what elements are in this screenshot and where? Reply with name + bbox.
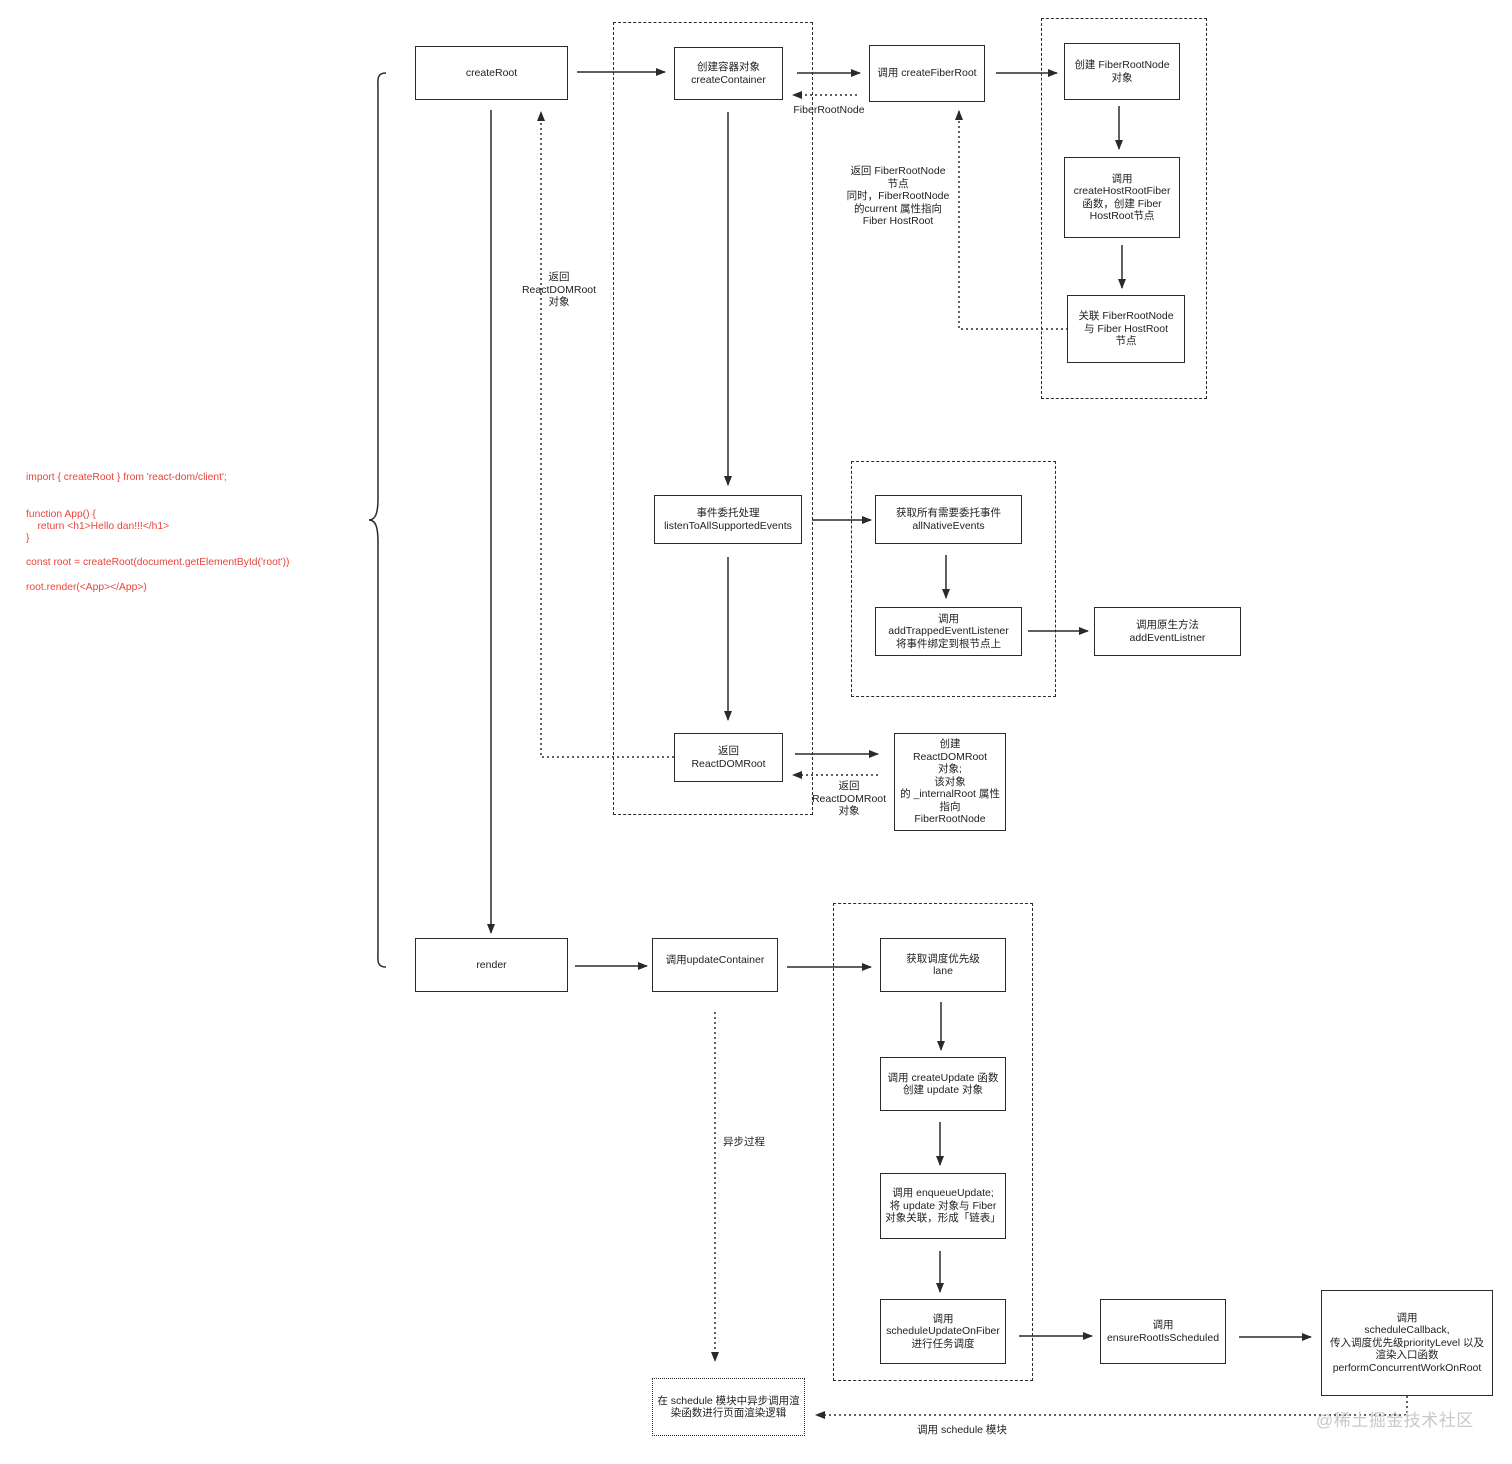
label-return-reactdomroot-object: 返回 ReactDOMRoot 对象 bbox=[521, 271, 597, 308]
code-snippet: import { createRoot } from 'react-dom/cl… bbox=[26, 472, 290, 593]
node-create-fiberrootnode[interactable]: 创建 FiberRootNode 对象 bbox=[1064, 43, 1180, 100]
node-get-lane[interactable]: 获取调度优先级 lane bbox=[880, 938, 1006, 992]
group-create-container bbox=[613, 22, 813, 815]
node-enqueue-update[interactable]: 调用 enqueueUpdate; 将 update 对象与 Fiber 对象关… bbox=[880, 1173, 1006, 1239]
group-fiber-root bbox=[1041, 18, 1207, 399]
node-schedule-update-on-fiber[interactable]: 调用 scheduleUpdateOnFiber 进行任务调度 bbox=[880, 1299, 1006, 1364]
group-event-delegation bbox=[851, 461, 1056, 697]
label-return-reactdomroot-object-2: 返回 ReactDOMRoot 对象 bbox=[811, 780, 887, 817]
group-update-container bbox=[833, 903, 1033, 1381]
node-link-fiberroot[interactable]: 关联 FiberRootNode 与 Fiber HostRoot 节点 bbox=[1067, 295, 1185, 363]
node-return-reactdomroot[interactable]: 返回 ReactDOMRoot bbox=[674, 733, 783, 782]
node-create-reactdomroot[interactable]: 创建 ReactDOMRoot 对象; 该对象 的 _internalRoot … bbox=[894, 733, 1006, 831]
label-call-schedule: 调用 schedule 模块 bbox=[917, 1424, 1007, 1436]
node-schedule-callback[interactable]: 调用 scheduleCallback, 传入调度优先级priorityLeve… bbox=[1321, 1290, 1493, 1396]
label-return-fiberrootnode: 返回 FiberRootNode 节点 同时，FiberRootNode 的cu… bbox=[846, 165, 950, 227]
arrow-callback-to-async bbox=[815, 1396, 1408, 1419]
node-createroot[interactable]: createRoot bbox=[415, 46, 568, 100]
node-add-trapped-listener[interactable]: 调用 addTrappedEventListener 将事件绑定到根节点上 bbox=[875, 607, 1022, 656]
node-create-container[interactable]: 创建容器对象 createContainer bbox=[674, 47, 783, 100]
node-create-fiber-root[interactable]: 调用 createFiberRoot bbox=[869, 45, 985, 102]
node-schedule-async[interactable]: 在 schedule 模块中异步调用渲 染函数进行页面渲染逻辑 bbox=[652, 1378, 805, 1436]
node-listen-events[interactable]: 事件委托处理 listenToAllSupportedEvents bbox=[654, 495, 802, 544]
node-update-container[interactable]: 调用updateContainer bbox=[652, 938, 778, 992]
node-create-update[interactable]: 调用 createUpdate 函数 创建 update 对象 bbox=[880, 1057, 1006, 1111]
node-render[interactable]: render bbox=[415, 938, 568, 992]
node-add-event-listner[interactable]: 调用原生方法 addEventListner bbox=[1094, 607, 1241, 656]
node-ensure-root-scheduled[interactable]: 调用 ensureRootIsScheduled bbox=[1100, 1299, 1226, 1364]
curly-brace bbox=[368, 72, 387, 968]
arrow-link-return bbox=[955, 110, 1068, 330]
node-create-hostrootfiber[interactable]: 调用 createHostRootFiber 函数，创建 Fiber HostR… bbox=[1064, 157, 1180, 238]
node-all-native-events[interactable]: 获取所有需要委托事件 allNativeEvents bbox=[875, 495, 1022, 544]
watermark: @稀土掘金技术社区 bbox=[1316, 1411, 1474, 1430]
label-async-process: 异步过程 bbox=[723, 1136, 765, 1148]
label-fiberrootnode: FiberRootNode bbox=[793, 104, 865, 116]
